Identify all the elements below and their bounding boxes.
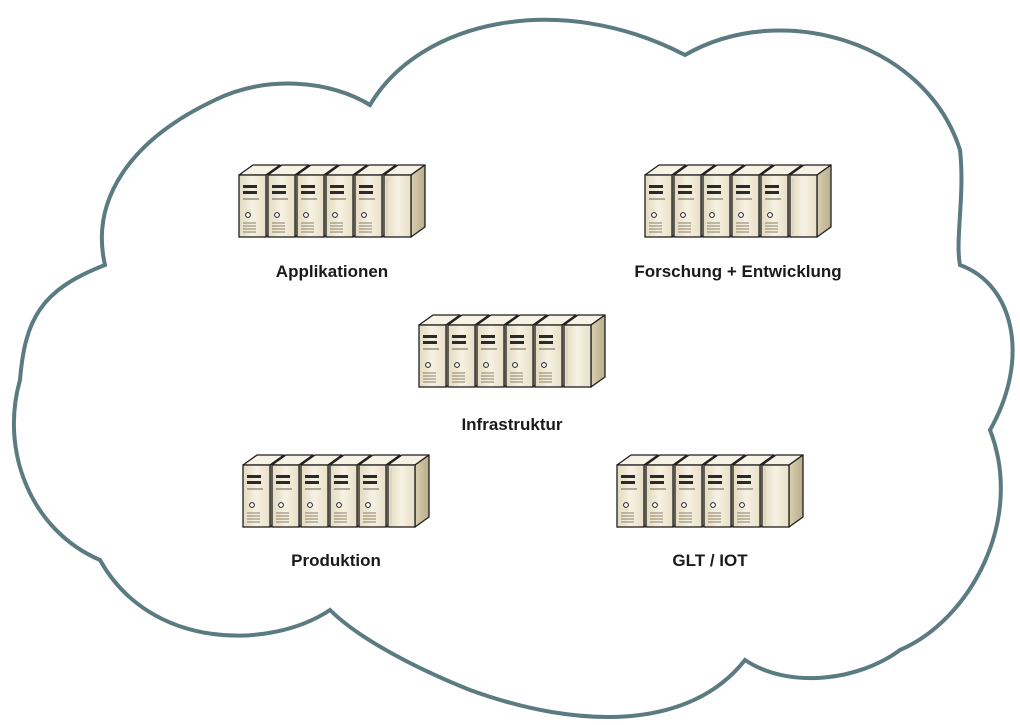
server-rack-icons: [616, 454, 804, 528]
server-group-applikationen: Applikationen: [238, 164, 426, 281]
server-tower-icon: [789, 164, 832, 238]
group-label-produktion: Produktion: [291, 551, 381, 570]
server-group-glt-iot: GLT / IOT: [616, 454, 804, 570]
server-tower-icon: [387, 454, 430, 528]
server-tower-icon: [563, 314, 606, 388]
group-label-glt-iot: GLT / IOT: [672, 551, 748, 570]
server-rack-icons: [644, 164, 832, 238]
group-label-forschung: Forschung + Entwicklung: [634, 262, 841, 281]
group-label-infrastruktur: Infrastruktur: [461, 415, 562, 434]
server-rack-icons: [238, 164, 426, 238]
server-rack-icons: [418, 314, 606, 388]
server-group-produktion: Produktion: [242, 454, 430, 570]
server-tower-icon: [383, 164, 426, 238]
server-rack-icons: [242, 454, 430, 528]
server-group-forschung: Forschung + Entwicklung: [634, 164, 842, 281]
server-group-infrastruktur: Infrastruktur: [418, 314, 606, 434]
server-tower-icon: [761, 454, 804, 528]
group-label-applikationen: Applikationen: [276, 262, 388, 281]
